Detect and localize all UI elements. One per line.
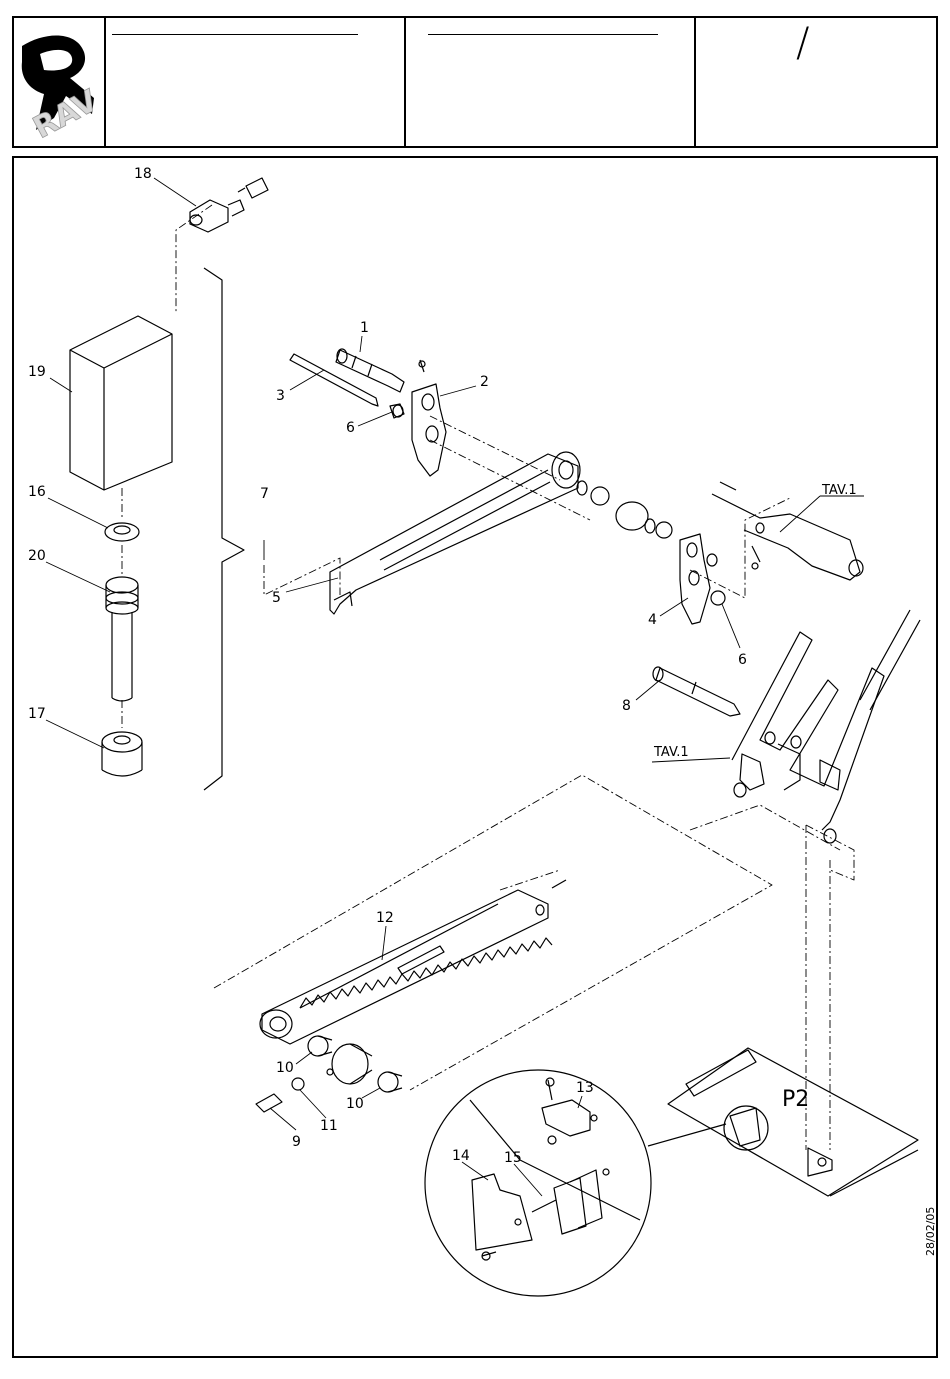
grouping-brace: [204, 268, 244, 790]
callout-6-upper: 6: [346, 420, 355, 436]
callout-4: 4: [648, 612, 657, 628]
callout-6-lower: 6: [738, 652, 747, 668]
assembly-lines: [122, 205, 854, 1150]
reference-tav1-upper: TAV.1: [821, 483, 857, 498]
frame-fragment-lower: [732, 610, 920, 843]
callout-16: 18: [134, 166, 152, 182]
part-2-bracket: [412, 360, 446, 476]
callout-10-left: 10: [276, 1060, 294, 1076]
detail-magnifier: [425, 1070, 726, 1296]
part-10-bushings: [308, 1036, 402, 1092]
callout-1: 1: [360, 320, 369, 336]
callout-17: 19: [28, 364, 46, 380]
callout-8: 8: [622, 698, 631, 714]
part-9-fitting: [256, 1069, 333, 1112]
callout-leaders: [46, 178, 864, 1196]
callout-18: 16: [28, 484, 46, 500]
reference-tav1-lower: TAV.1: [653, 745, 689, 760]
callout-5: 5: [272, 590, 281, 606]
part-19-pin: [106, 577, 138, 701]
part-17-box: [70, 316, 172, 490]
callout-13: 13: [576, 1080, 594, 1096]
part-6-bushing-upper: [390, 404, 404, 418]
part-12-rack: [260, 880, 566, 1044]
callout-3: 3: [276, 388, 285, 404]
part-20-bushing: [102, 732, 142, 776]
callout-11: 11: [320, 1118, 338, 1134]
callout-12: 12: [376, 910, 394, 926]
detail-label-p2: P2: [782, 1087, 809, 1112]
p2-panel: [668, 1048, 918, 1196]
part-4-bracket: [680, 534, 725, 624]
bushing-rings: [577, 481, 672, 538]
callout-labels: 18 19 16 20 17 1 2 3 6 7 5 4 6 8 TAV.1 T…: [28, 166, 857, 1166]
callout-9: 9: [292, 1134, 301, 1150]
callout-20: 17: [28, 706, 46, 722]
date-stamp: 28/02/05: [924, 1207, 937, 1256]
part-1-pin: [336, 349, 404, 392]
callout-7: 7: [260, 486, 269, 502]
part-5-arm: [330, 452, 580, 614]
callout-15: 15: [504, 1150, 522, 1166]
callout-2: 2: [480, 374, 489, 390]
part-8-pin: [653, 667, 740, 716]
callout-10-right: 10: [346, 1096, 364, 1112]
part-18-washer: [105, 523, 139, 541]
callout-19: 20: [28, 548, 46, 564]
callout-14: 14: [452, 1148, 470, 1164]
part-16-fitting: [190, 178, 268, 232]
